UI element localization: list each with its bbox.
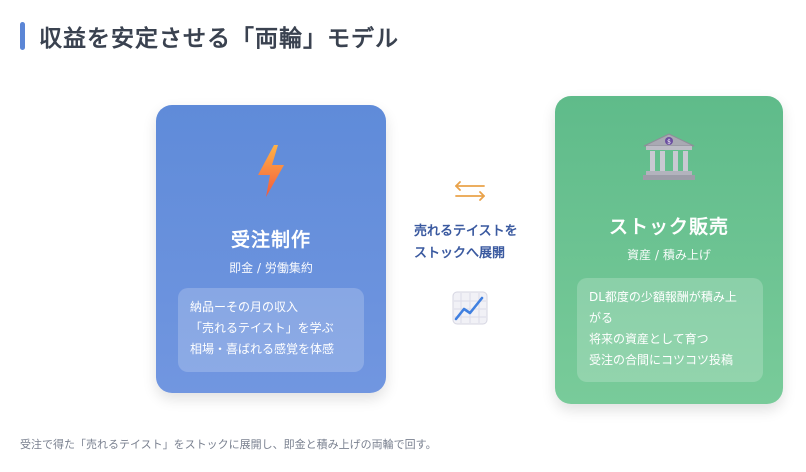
detail-line: 納品ーその月の収入: [190, 300, 299, 314]
svg-text:$: $: [667, 139, 671, 146]
page-header: 収益を安定させる「両輪」モデル: [20, 20, 399, 52]
detail-line: DL都度の少額報酬が積み上: [589, 290, 737, 304]
order-production-card: 受注制作 即金 / 労働集約 納品ーその月の収入 「売れるテイスト」を学ぶ 相場…: [156, 105, 386, 393]
title-accent-bar: [20, 22, 25, 50]
card-details: DL都度の少額報酬が積み上 がる 将来の資産として育つ 受注の合間にコツコツ投稿: [577, 278, 763, 382]
caption-line: 売れるテイストを: [414, 224, 518, 239]
detail-line: 「売れるテイスト」を学ぶ: [190, 321, 334, 335]
bank-icon: $: [555, 132, 783, 182]
lightning-icon: [156, 145, 386, 197]
caption-line: ストックへ展開: [414, 246, 506, 261]
stock-sales-card: $ ストック販売 資産 / 積み上げ DL都度の少額報酬が積み上 がる 将来の資…: [555, 96, 783, 404]
card-title: 受注制作: [230, 229, 311, 251]
card-subtitle: 資産 / 積み上げ: [627, 248, 711, 262]
middle-caption: 売れるテイストを ストックへ展開: [414, 221, 544, 265]
chart-increasing-icon: [452, 291, 488, 325]
card-subtitle: 即金 / 労働集約: [229, 261, 313, 275]
exchange-arrows-icon: [452, 180, 488, 202]
detail-line: 相場・喜ばれる感覚を体感: [190, 342, 335, 356]
detail-line: がる: [589, 311, 614, 325]
page-title: 収益を安定させる「両輪」モデル: [39, 26, 399, 52]
card-details: 納品ーその月の収入 「売れるテイスト」を学ぶ 相場・喜ばれる感覚を体感: [178, 288, 364, 372]
footer-note: 受注で得た「売れるテイスト」をストックに展開し、即金と積み上げの両輪で回す。: [20, 438, 437, 451]
card-title: ストック販売: [608, 216, 729, 238]
detail-line: 受注の合間にコツコツ投稿: [589, 353, 734, 367]
detail-line: 将来の資産として育つ: [589, 332, 709, 346]
